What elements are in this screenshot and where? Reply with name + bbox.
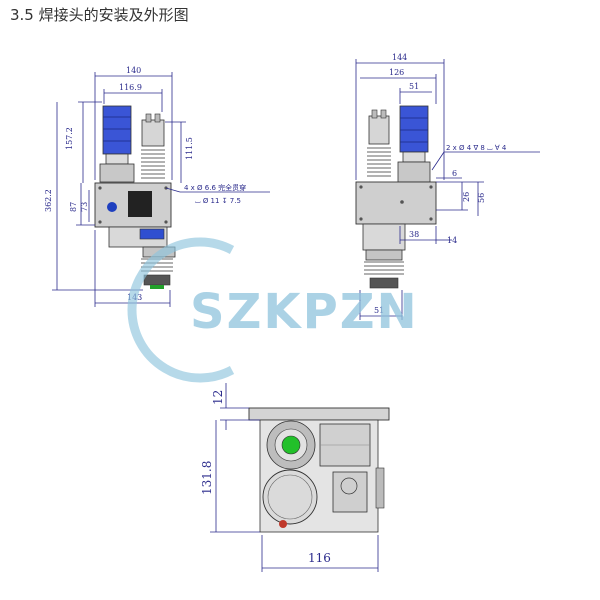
lamp-base [99,163,135,183]
status-led [107,202,117,212]
dim-51-top: 51 [409,82,419,91]
dim-26: 26 [462,192,471,202]
dim-140: 140 [126,66,141,75]
dim-73: 73 [80,202,89,212]
section-heading: 3.5 焊接头的安装及外形图 [10,6,189,24]
dim-14: 14 [447,236,457,245]
dim-144: 144 [392,53,407,62]
blue-lamp [102,105,132,155]
side-blue-lamp [399,105,429,153]
dim-111-5: 111.5 [185,137,194,160]
watermark: SZKPZN [127,237,419,383]
display-window [128,191,152,217]
front-view: 140 116.9 157.2 111.5 87 73 362.2 143 4 … [44,66,270,307]
nozzle [143,274,171,286]
dim-157-2: 157.2 [65,127,74,150]
watermark-text: SZKPZN [190,284,419,340]
dim-38: 38 [409,230,419,239]
dim-87: 87 [69,202,78,212]
connector-top [141,119,165,147]
dim-362-2: 362.2 [44,189,53,212]
thread-note: 2 x Ø 4 ∇ 8 ⌴ ∀ 4 [446,144,507,152]
side-view: 144 126 51 2 x Ø 4 ∇ 8 ⌴ ∀ 4 6 26 56 38 … [355,53,540,320]
dim-116: 116 [308,551,331,565]
dim-126: 126 [389,68,404,77]
top-connector [332,471,368,513]
hole-note-2: ⌴ Ø 11 ↧ 7.5 [195,197,241,205]
red-indicator [279,520,287,528]
dim-6: 6 [452,169,457,178]
top-view: 12 131.8 116 [200,383,390,572]
dim-116-9: 116.9 [119,83,142,92]
side-main-body [355,181,437,225]
dim-131-8: 131.8 [200,461,214,495]
side-connector [368,115,390,145]
hole-note-1: 4 x Ø 6.6 完全贯穿 [184,183,246,192]
top-round-housing [262,469,318,525]
side-nozzle [369,277,399,289]
dim-12: 12 [211,390,225,405]
top-plate [248,407,390,421]
dim-56: 56 [477,193,486,203]
green-lamp [281,435,301,455]
dim-51-bottom: 51 [374,306,384,315]
